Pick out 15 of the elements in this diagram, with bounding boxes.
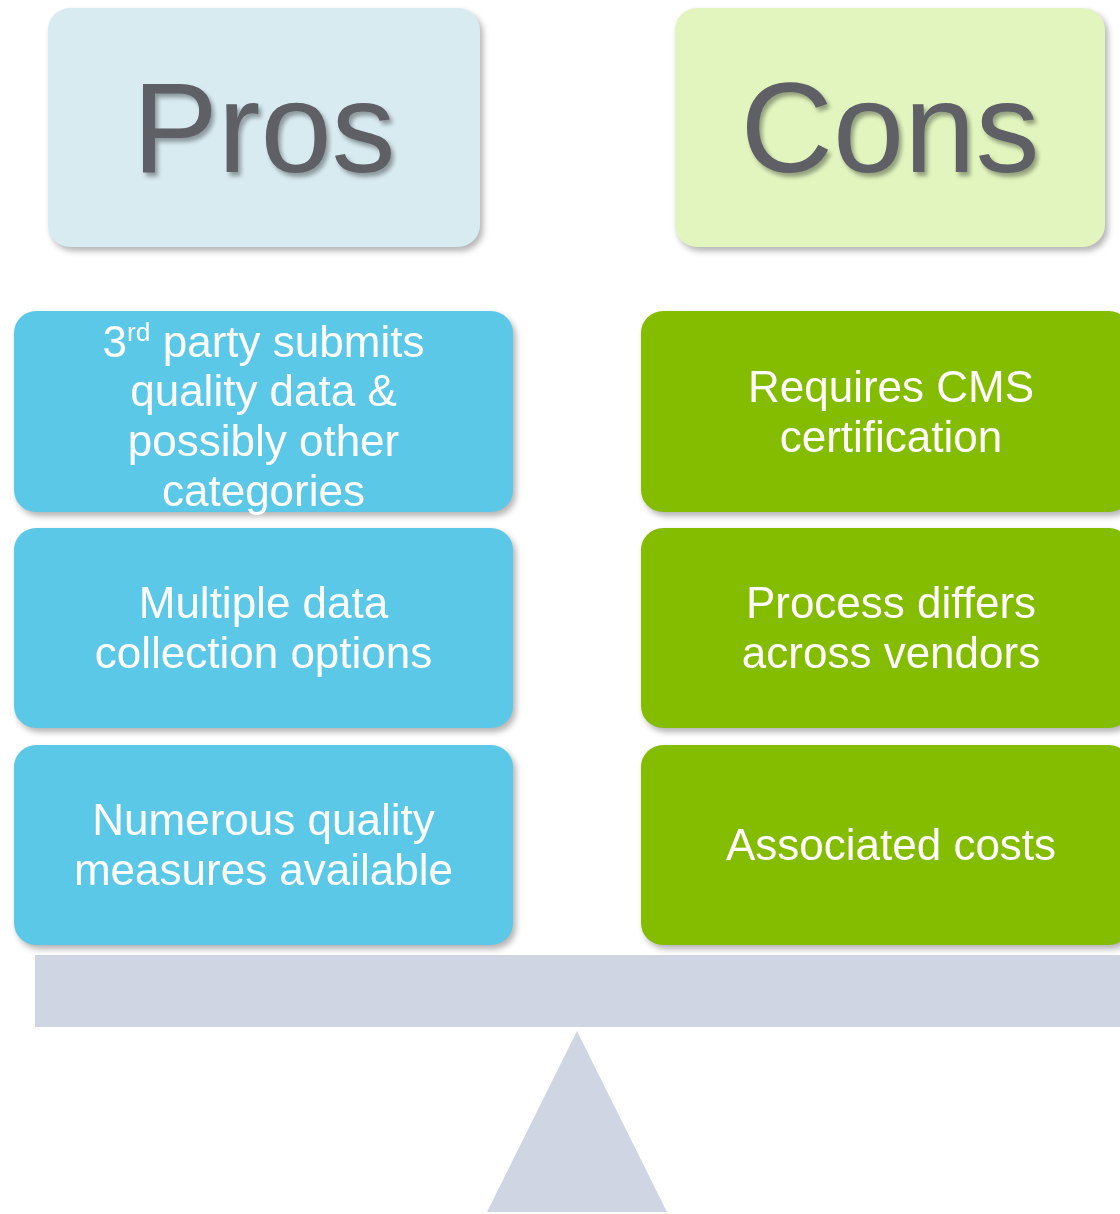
pro-box (14, 528, 513, 728)
heading-box (48, 8, 480, 247)
con-box (641, 745, 1120, 945)
heading-text: Pros (132, 55, 396, 201)
item-text: Process differs across vendors (740, 578, 1042, 678)
con-box (641, 528, 1120, 728)
item-text: Numerous quality measures available (72, 795, 455, 895)
heading-box (675, 8, 1105, 247)
heading-text: Cons (740, 55, 1040, 201)
pro-box (14, 745, 513, 945)
item-text: Requires CMS certification (746, 361, 1036, 462)
item-text: 3$^{rd}$ party submits quality data & possibly other categories (101, 315, 426, 517)
item-text: Multiple data collection options (93, 578, 434, 678)
item-text: Associated costs (725, 820, 1057, 870)
con-box (641, 311, 1120, 512)
